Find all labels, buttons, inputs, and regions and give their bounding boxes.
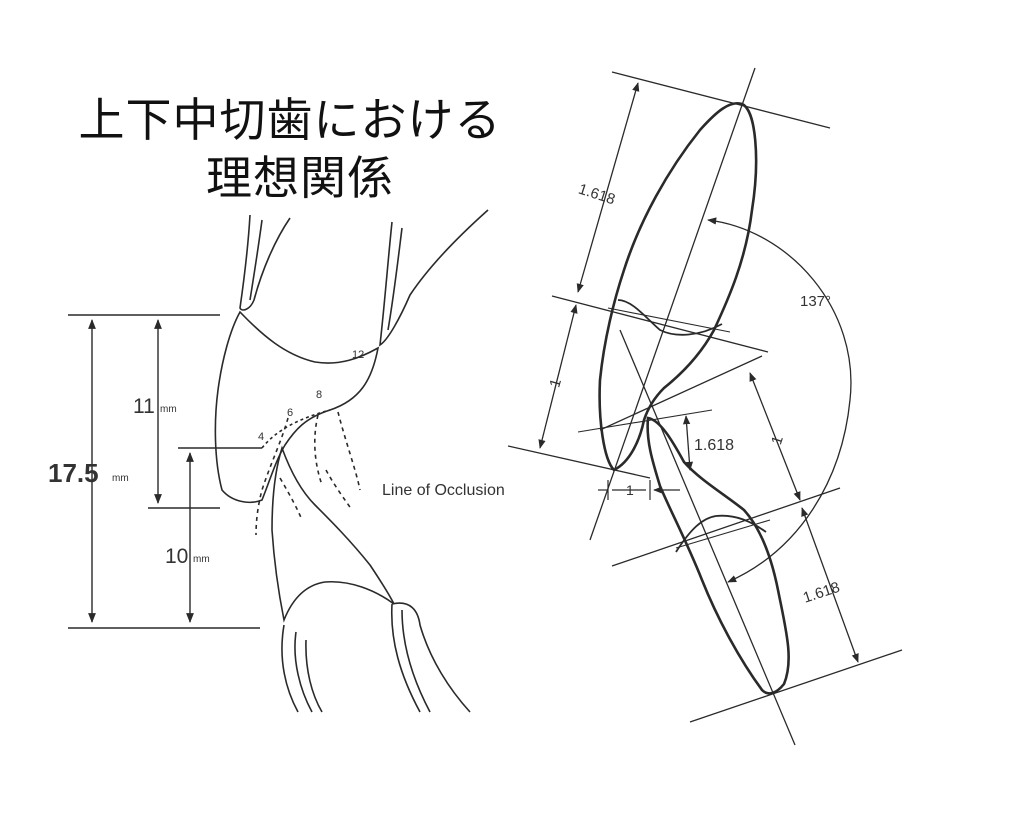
upper-cej-line <box>551 295 769 353</box>
dashed-line-5 <box>325 469 353 511</box>
left-profile-figure <box>214 209 489 713</box>
marker-6: 6 <box>287 407 293 419</box>
upper-root-right-inner <box>387 227 403 331</box>
upper-apex-line <box>611 71 831 129</box>
occlusion-line <box>507 445 651 479</box>
lower-root-right <box>390 602 471 713</box>
marker-4: 4 <box>258 431 264 443</box>
lower-long-axis <box>619 329 796 746</box>
dim-upper-crown <box>576 82 640 293</box>
lower-crown-outline <box>271 445 395 623</box>
dim-upper-root <box>538 304 578 449</box>
right-incisor-figure <box>507 67 903 746</box>
upper-root-left-inner <box>249 219 263 301</box>
dashed-line-4 <box>279 477 303 521</box>
overjet-value: 1 <box>626 482 634 498</box>
upper-height-value: 11 <box>133 395 155 418</box>
dashed-line-3 <box>337 411 361 491</box>
dim-lower-crown <box>749 372 801 501</box>
lower-incisor-outline <box>646 416 790 695</box>
upper-crown-ratio: 1.618 <box>576 181 617 209</box>
upper-root-ratio: 1 <box>546 377 565 390</box>
left-dimensions <box>68 314 262 629</box>
lower-height-value: 10 <box>165 545 188 568</box>
upper-cej-curve <box>617 299 723 336</box>
marker-12: 12 <box>352 349 364 361</box>
upper-root-right <box>379 209 489 347</box>
upper-root-left <box>239 214 291 311</box>
angle-arc <box>707 217 852 583</box>
total-height-value: 17.5 <box>48 458 99 488</box>
interincisal-angle: 137° <box>800 293 831 310</box>
total-height-unit: mm <box>112 473 129 484</box>
lower-crown-ratio: 1 <box>768 434 787 447</box>
diagram-title-line1: 上下中切歯における <box>78 93 502 147</box>
occlusion-label: Line of Occlusion <box>382 482 505 499</box>
upper-incisor-outline <box>598 101 758 472</box>
dashed-line-2 <box>314 414 323 486</box>
upper-long-axis <box>589 67 756 541</box>
diagram-title-line2: 理想関係 <box>206 151 394 205</box>
dim-lower-root <box>801 507 859 663</box>
overlap-ratio: 1.618 <box>694 437 734 454</box>
dim-overlap <box>682 415 694 471</box>
upper-height-unit: mm <box>160 404 177 415</box>
lower-root-left <box>281 624 323 713</box>
lower-height-unit: mm <box>193 554 210 565</box>
dashed-contact <box>261 409 331 449</box>
lower-crown-line <box>611 487 841 567</box>
lower-cej-line <box>599 355 763 431</box>
upper-crown-outline <box>214 310 380 504</box>
lower-apex-line <box>689 649 903 723</box>
dashed-line-1 <box>255 417 289 536</box>
marker-8: 8 <box>316 389 322 401</box>
